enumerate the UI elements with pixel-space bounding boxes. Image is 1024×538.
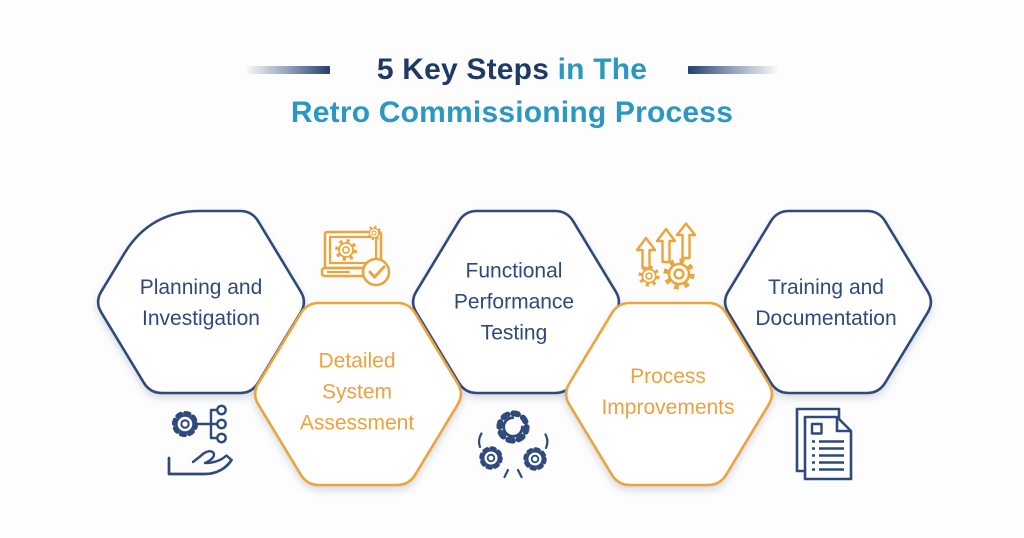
check-circle (361, 257, 391, 287)
step-label-planning: Planning and Investigation (139, 276, 263, 330)
title-accent-bar-left (244, 66, 330, 74)
network-node (216, 418, 227, 430)
gear-icon (499, 413, 526, 440)
check-mark (368, 265, 386, 279)
step-label-improvements: Process Improvements (601, 365, 735, 419)
stacked-documents-icon (793, 405, 861, 483)
laptop-screen (323, 230, 383, 270)
network-node (216, 404, 227, 416)
hand-palm (167, 456, 233, 476)
motion-dash (477, 432, 483, 449)
network-lines (192, 408, 219, 440)
motion-dash (544, 433, 549, 450)
page-fold (835, 417, 851, 433)
step-label-training: Training and Documentation (755, 276, 897, 330)
laptop-gears-check-icon (320, 224, 392, 288)
hand-fingers (191, 450, 233, 465)
gear-icon (525, 449, 544, 468)
title-rest: in The (549, 53, 648, 86)
title-accent-bar-right (688, 66, 780, 74)
step-label-assessment: Detailed System Assessment (299, 349, 415, 435)
title-line2: Retro Commissioning Process (290, 96, 734, 129)
gear-icon (335, 239, 357, 261)
network-node (216, 432, 227, 444)
gear-icon (666, 261, 692, 287)
gear-icon (481, 448, 500, 467)
up-arrow (675, 222, 697, 260)
three-gears-icon (477, 407, 549, 479)
motion-dash (503, 468, 523, 479)
up-arrow (655, 227, 677, 264)
step-label-testing: Functional Performance Testing (453, 259, 575, 345)
page-title: 5 Key Steps in The Retro Commissioning P… (0, 48, 1024, 134)
gear-network-hand-icon (161, 402, 237, 482)
title-highlight: 5 Key Steps (376, 53, 550, 86)
growth-arrows-gears-icon (635, 222, 699, 292)
up-arrow (635, 236, 657, 270)
gear-icon (174, 413, 195, 434)
gear-icon (638, 265, 660, 287)
text-lines (812, 440, 844, 471)
checkbox (810, 422, 823, 435)
